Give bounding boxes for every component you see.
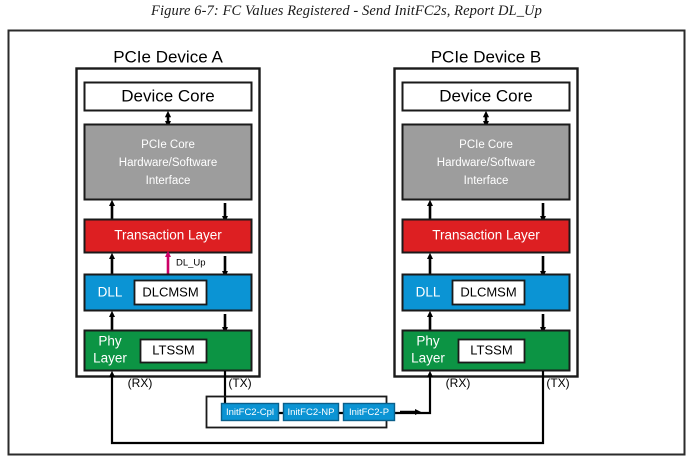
device-a-device-core-box: [83, 81, 253, 112]
packet-initfc2-np-box: [282, 402, 340, 422]
device-b-device-core-box: [401, 81, 571, 112]
device-a-group: PCIe Device A Device Core PCIe Core Hard…: [75, 47, 261, 390]
link-routing: InitFC2-Cpl InitFC2-NP InitFC2-P: [108, 370, 545, 445]
device-b-ltssm-label: LTSSM: [470, 342, 512, 357]
device-a-phy-line-2: Layer: [93, 351, 127, 366]
device-b-dlcmsm-label: DLCMSM: [460, 284, 516, 299]
device-b-dlcmsm-box: [451, 279, 526, 306]
device-a-pcie-core-box: [83, 123, 253, 201]
device-a-phy-line-1: Phy: [98, 334, 122, 349]
device-a-dlcmsm-label: DLCMSM: [142, 284, 198, 299]
device-b-title: PCIe Device B: [431, 47, 542, 66]
device-b-ltssm-box: [457, 338, 526, 364]
device-b-transaction-layer-box: [401, 218, 571, 254]
packet-initfc2-p-label: InitFC2-P: [349, 407, 389, 418]
device-b-tx-label: (TX): [546, 376, 569, 390]
device-b-transaction-layer-label: Transaction Layer: [432, 228, 540, 243]
device-a-dlcmsm-box: [133, 279, 208, 306]
device-a-ltssm-box: [139, 338, 208, 364]
device-b-rx-label: (RX): [446, 376, 471, 390]
figure-caption: Figure 6-7: FC Values Registered - Send …: [151, 3, 542, 19]
device-b-pcie-core-box: [401, 123, 571, 201]
device-b-phy-line-1: Phy: [416, 334, 440, 349]
device-b-pcie-core-line-3: Interface: [464, 175, 509, 187]
packet-initfc2-cpl-box: [220, 402, 280, 422]
device-a-tx-label: (TX): [228, 376, 251, 390]
device-b-pcie-core-line-1: PCIe Core: [459, 139, 513, 151]
packet-initfc2-p-box: [342, 402, 396, 422]
device-b-phy-line-2: Layer: [411, 351, 445, 366]
device-a-ltssm-label: LTSSM: [152, 342, 194, 357]
link-b-tx-to-a-rx: [108, 370, 545, 445]
device-b-device-core-label: Device Core: [439, 86, 533, 105]
device-a-dl-up-label: DL_Up: [176, 258, 206, 269]
packet-initfc2-cpl-label: InitFC2-Cpl: [226, 407, 274, 418]
device-a-title: PCIe Device A: [113, 47, 223, 66]
device-b-pcie-core-line-2: Hardware/Software: [437, 157, 535, 169]
packet-initfc2-p: InitFC2-P: [342, 402, 396, 422]
device-a-pcie-core-line-2: Hardware/Software: [119, 157, 217, 169]
packet-initfc2-cpl: InitFC2-Cpl: [220, 402, 280, 422]
device-a-pcie-core-line-1: PCIe Core: [141, 139, 195, 151]
device-a-device-core-label: Device Core: [121, 86, 215, 105]
packet-initfc2-np-label: InitFC2-NP: [288, 407, 335, 418]
device-b-group: PCIe Device B Device Core PCIe Core Hard…: [393, 47, 579, 390]
packet-initfc2-np: InitFC2-NP: [282, 402, 340, 422]
device-b-dll-label: DLL: [416, 285, 441, 300]
device-a-dll-label: DLL: [98, 285, 123, 300]
device-a-transaction-layer-label: Transaction Layer: [114, 228, 222, 243]
device-a-pcie-core-line-3: Interface: [146, 175, 191, 187]
device-a-rx-label: (RX): [128, 376, 153, 390]
